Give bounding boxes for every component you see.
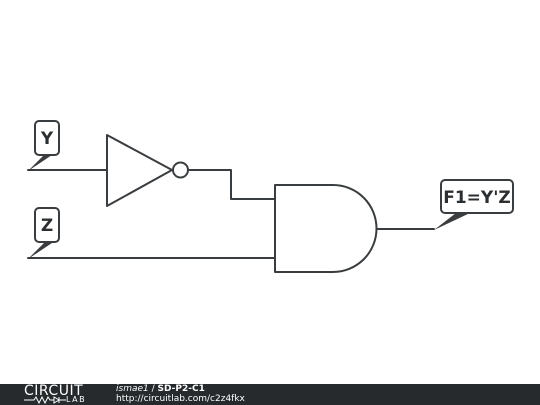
not-gate-bubble (172, 161, 189, 179)
wire-not-to-and (188, 169, 276, 200)
circuit-title-line: ismae1 / SD-P2-C1 (116, 384, 245, 394)
logo-circuit-text: CIRCUIT (24, 383, 84, 399)
label-y-box (34, 120, 60, 156)
output-label-box (440, 179, 514, 214)
label-z-box (34, 207, 60, 243)
input-label-z[interactable]: Z (28, 207, 60, 259)
resistor-icon (24, 396, 66, 404)
title-separator: / (148, 384, 158, 394)
author-link[interactable]: ismae1 (116, 384, 149, 394)
circuitlab-logo[interactable]: CIRCUIT LAB (24, 383, 98, 405)
and-gate[interactable] (274, 184, 378, 273)
label-y-tail (28, 155, 52, 171)
label-y-text: Y (40, 129, 54, 149)
footer-meta: ismae1 / SD-P2-C1 http://circuitlab.com/… (116, 384, 245, 404)
circuit-title: SD-P2-C1 (157, 384, 205, 394)
label-z-tail (28, 243, 52, 259)
circuit-url[interactable]: http://circuitlab.com/c2z4fkx (116, 394, 245, 404)
label-z-text: Z (41, 216, 53, 236)
not-gate[interactable] (106, 134, 189, 207)
output-label[interactable]: F1=Y'Z (434, 179, 514, 230)
logo-lab-text: LAB (66, 395, 87, 404)
output-label-tail (434, 213, 470, 230)
circuit-schematic: Y Z F1=Y'Z (27, 120, 514, 273)
input-label-y[interactable]: Y (28, 120, 60, 171)
not-gate-triangle (106, 134, 173, 207)
output-label-text: F1=Y'Z (443, 188, 511, 208)
footer-bar: CIRCUIT LAB ismae1 / SD-P2-C1 http://cir… (0, 383, 540, 405)
